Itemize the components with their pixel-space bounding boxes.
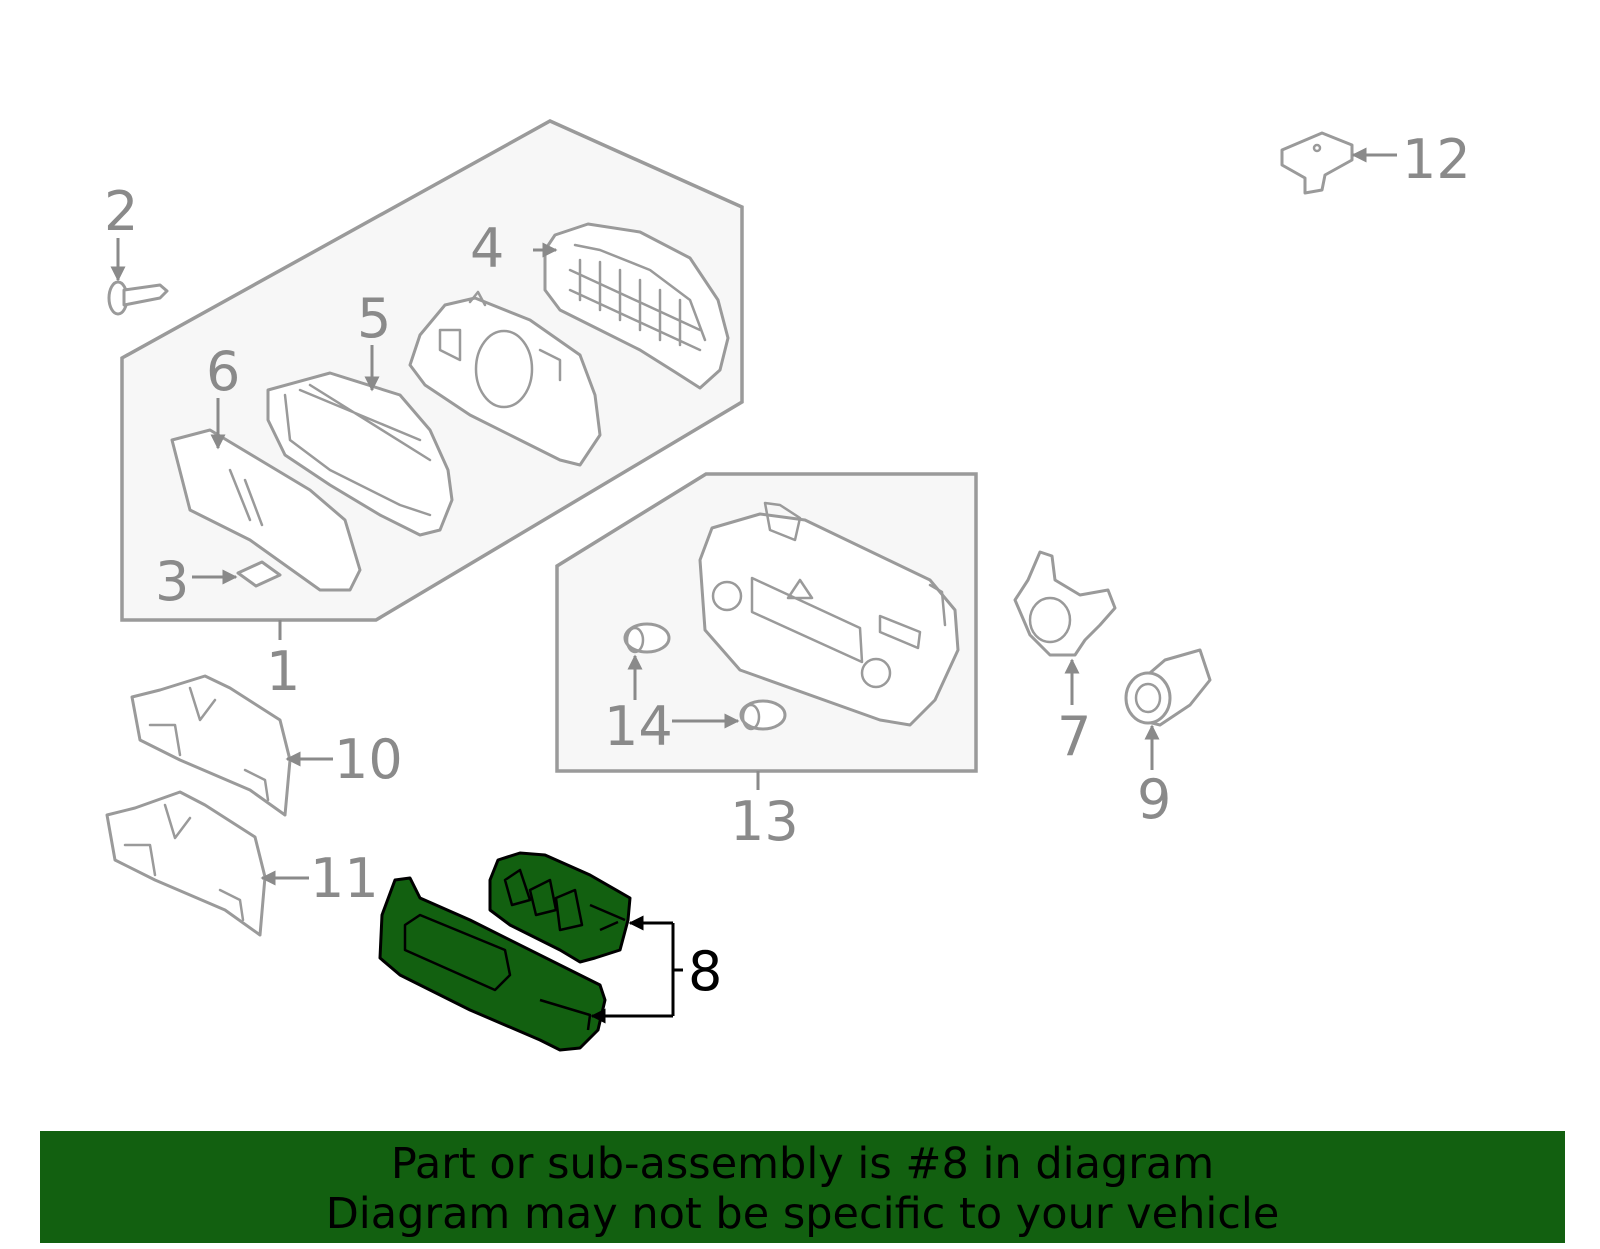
part-14-knob-a[interactable] bbox=[623, 622, 671, 654]
callout-12: 12 bbox=[1402, 128, 1471, 191]
callout-5: 5 bbox=[357, 287, 391, 350]
callout-6: 6 bbox=[206, 340, 240, 403]
part-4-housing[interactable] bbox=[543, 222, 730, 390]
callout-14: 14 bbox=[604, 695, 673, 758]
part-14-knob-b[interactable] bbox=[739, 699, 787, 731]
info-banner: Part or sub-assembly is #8 in diagram Di… bbox=[40, 1131, 1565, 1243]
part-6-lens[interactable] bbox=[170, 428, 362, 592]
part-8-switch-module[interactable] bbox=[488, 851, 632, 964]
part-8-bezel[interactable] bbox=[378, 876, 607, 1052]
banner-background bbox=[40, 1131, 1565, 1243]
part-10-housing[interactable] bbox=[130, 674, 292, 817]
banner-line-2: Diagram may not be specific to your vehi… bbox=[325, 1189, 1280, 1239]
callout-9: 9 bbox=[1137, 768, 1171, 831]
callout-13: 13 bbox=[730, 790, 799, 853]
part-3-clip[interactable] bbox=[236, 560, 282, 588]
part-6-hood[interactable] bbox=[266, 371, 454, 537]
callout-2: 2 bbox=[104, 180, 138, 243]
part-7-bracket[interactable] bbox=[1013, 550, 1117, 657]
callout-11: 11 bbox=[310, 847, 379, 910]
part-9-switch[interactable] bbox=[1124, 648, 1212, 727]
callout-10: 10 bbox=[334, 728, 403, 791]
part-2-screw[interactable] bbox=[107, 280, 169, 316]
callout-4: 4 bbox=[470, 217, 504, 280]
part-12-bracket[interactable] bbox=[1280, 131, 1354, 195]
leader-8 bbox=[590, 915, 683, 1024]
callout-7: 7 bbox=[1057, 705, 1091, 768]
part-5-gauge-panel[interactable] bbox=[408, 290, 602, 467]
callout-1: 1 bbox=[266, 640, 300, 703]
callout-8: 8 bbox=[688, 940, 722, 1003]
banner-line-1: Part or sub-assembly is #8 in diagram bbox=[390, 1139, 1215, 1189]
part-11-housing[interactable] bbox=[105, 790, 267, 937]
callout-3: 3 bbox=[155, 550, 189, 613]
part-13-climate-panel[interactable] bbox=[698, 501, 960, 727]
